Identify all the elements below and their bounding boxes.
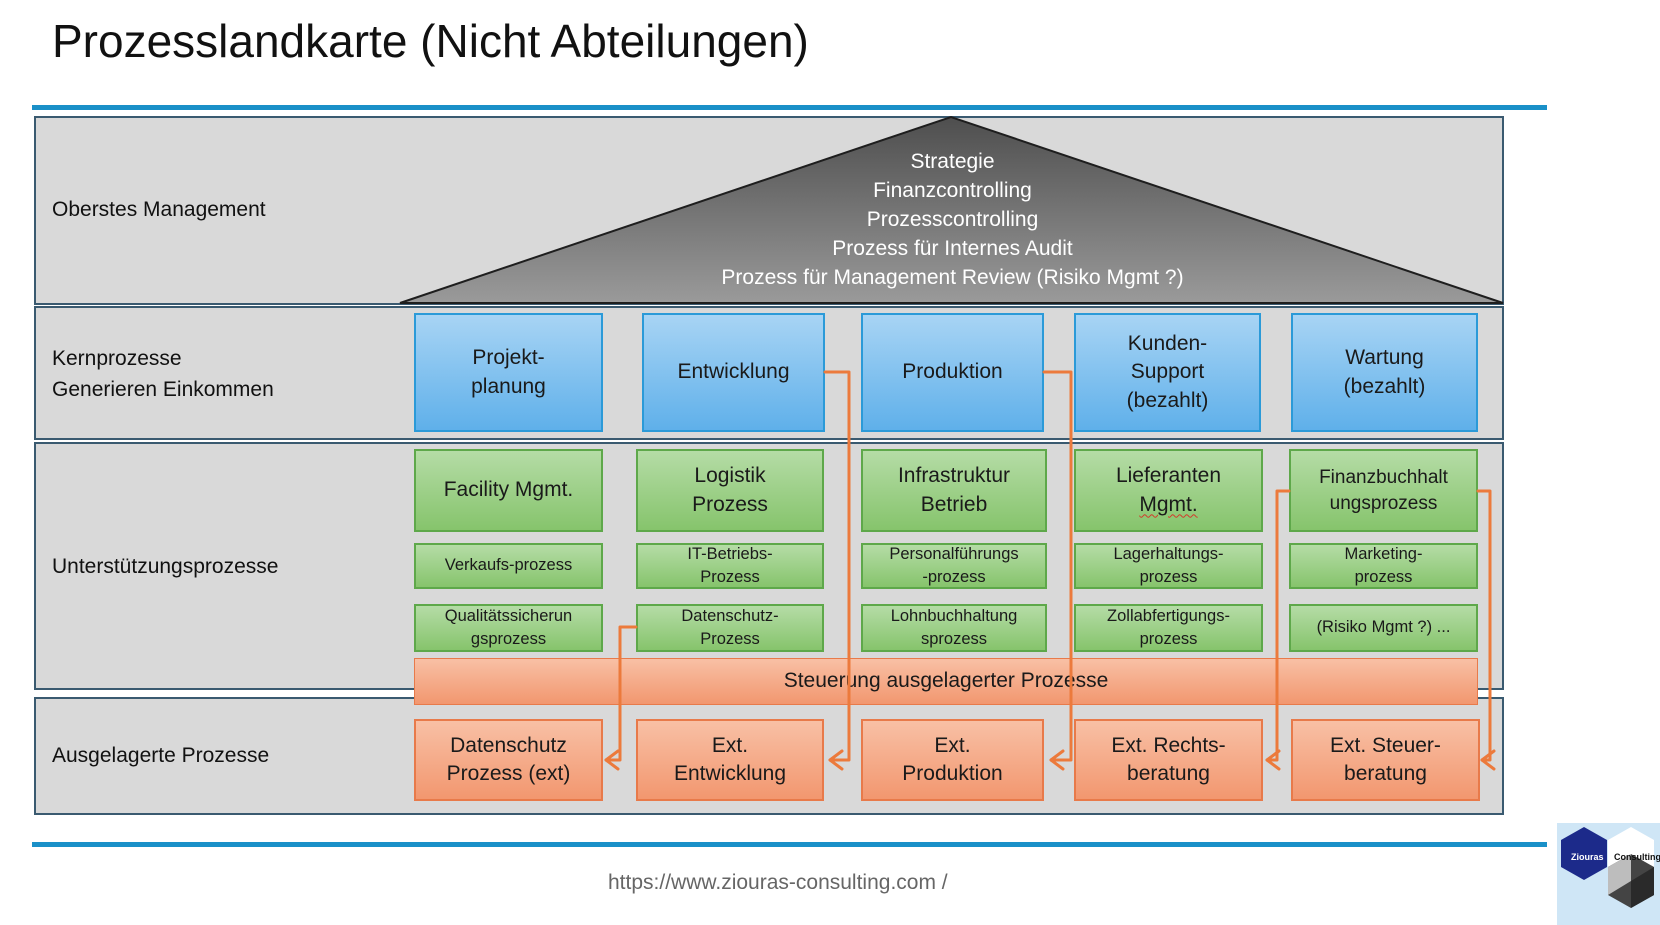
core-wartung-line1: Wartung xyxy=(1345,346,1424,370)
support-lohnbuchhaltung[interactable]: Lohnbuchhaltung sprozess xyxy=(861,604,1047,652)
support-quali-line2: gsprozess xyxy=(470,630,547,648)
core-projektplanung[interactable]: Projekt-planung xyxy=(414,313,603,432)
ext-steuer-line1: Ext. Steuer- xyxy=(1330,733,1441,757)
support-facility-line1: Facility Mgmt. xyxy=(444,476,574,504)
ext-steuerberatung[interactable]: Ext. Steuer-beratung xyxy=(1291,719,1480,801)
support-logistik-line2: Prozess xyxy=(692,492,768,516)
support-finanz-line2: ungsprozess xyxy=(1329,492,1438,514)
support-marketing-line2: prozess xyxy=(1354,568,1413,586)
company-logo: Ziouras Consulting xyxy=(1557,823,1660,925)
support-datenschutz-line2: Prozess xyxy=(700,630,760,648)
support-datenschutz-line1: Datenschutz- xyxy=(681,606,779,625)
logo-text-left: Ziouras xyxy=(1571,852,1604,862)
core-entwicklung[interactable]: Entwicklung xyxy=(642,313,825,432)
ext-entwicklung-line1: Ext. xyxy=(711,733,749,757)
support-lager-line1: Lagerhaltungs- xyxy=(1113,544,1224,563)
support-qualitaetssicherung[interactable]: Qualitätssicherun gsprozess xyxy=(414,604,603,652)
support-lieferanten-line1: Lieferanten xyxy=(1115,464,1222,488)
support-lagerhaltung[interactable]: Lagerhaltungs-prozess xyxy=(1074,543,1263,589)
mgmt-item-prozesscontrolling: Prozesscontrolling xyxy=(866,208,1039,231)
support-risiko-mgmt[interactable]: (Risiko Mgmt ?) ... xyxy=(1289,604,1478,652)
logo-hexagon-icon xyxy=(1561,827,1654,908)
core-kunden-line2: Support xyxy=(1130,360,1205,384)
core-kunden-line3: (bezahlt) xyxy=(1126,388,1209,412)
label-management: Oberstes Management xyxy=(52,198,266,221)
core-projektplanung-line2: planung xyxy=(471,374,546,398)
support-infrastruktur-line2: Betrieb xyxy=(920,492,988,516)
support-marketing-line1: Marketing- xyxy=(1344,544,1423,563)
support-lohn-line1: Lohnbuchhaltung xyxy=(890,606,1018,625)
ext-datenschutz-line2: Prozess (ext) xyxy=(446,762,571,785)
support-personal-line1: Personalführungs xyxy=(889,544,1019,563)
footer-url[interactable]: https://www.ziouras-consulting.com / xyxy=(608,871,948,894)
core-entwicklung-line1: Entwicklung xyxy=(677,360,790,384)
logo-text-right: Consulting xyxy=(1614,852,1660,862)
ext-rechts-line2: beratung xyxy=(1127,762,1210,785)
support-lager-line2: prozess xyxy=(1139,568,1198,586)
support-zollabfertigung[interactable]: Zollabfertigungs-prozess xyxy=(1074,604,1263,652)
ext-entwicklung-line2: Entwicklung xyxy=(673,762,787,785)
ext-entwicklung[interactable]: Ext. Entwicklung xyxy=(636,719,824,801)
ext-produktion-line1: Ext. xyxy=(934,733,971,757)
label-outsourced: Ausgelagerte Prozesse xyxy=(52,744,270,767)
mgmt-item-finanzcontrolling: Finanzcontrolling xyxy=(873,179,1032,202)
support-quali-line1: Qualitätssicherun xyxy=(444,606,573,625)
core-produktion[interactable]: Produktion xyxy=(861,313,1044,432)
page-title: Prozesslandkarte (Nicht Abteilungen) xyxy=(52,15,809,67)
support-infrastruktur-line1: Infrastruktur xyxy=(897,464,1011,488)
mgmt-item-management-review: Prozess für Management Review (Risiko Mg… xyxy=(721,266,1184,289)
label-core-line2: Generieren Einkommen xyxy=(52,378,274,401)
support-lohn-line2: sprozess xyxy=(920,630,988,648)
ext-produktion-line2: Produktion xyxy=(902,762,1003,785)
bottom-divider xyxy=(32,842,1547,847)
ext-rechtsberatung[interactable]: Ext. Rechts-beratung xyxy=(1074,719,1263,801)
support-finanzbuchhaltung[interactable]: Finanzbuchhalt ungsprozess xyxy=(1289,449,1478,532)
support-verkauf[interactable]: Verkaufs-prozess xyxy=(414,543,603,589)
support-risiko-line1: (Risiko Mgmt ?) ... xyxy=(1316,618,1451,637)
core-projektplanung-line1: Projekt- xyxy=(472,346,545,370)
support-lieferanten-line2: Mgmt. xyxy=(1139,492,1198,516)
management-items: Strategie Finanzcontrolling Prozesscontr… xyxy=(640,147,1265,292)
steuerung-ausgelagerter-prozesse[interactable]: Steuerung ausgelagerter Prozesse xyxy=(414,658,1478,705)
support-personalfuehrung[interactable]: Personalführungs -prozess xyxy=(861,543,1047,589)
core-produktion-line1: Produktion xyxy=(902,360,1003,384)
support-datenschutz[interactable]: Datenschutz- Prozess xyxy=(636,604,824,652)
label-core: Kernprozesse Generieren Einkommen xyxy=(52,343,274,405)
mgmt-item-strategie: Strategie xyxy=(910,150,995,173)
core-wartung-line2: (bezahlt) xyxy=(1343,374,1426,398)
ext-produktion[interactable]: Ext. Produktion xyxy=(861,719,1044,801)
core-kunden-support[interactable]: Kunden- Support (bezahlt) xyxy=(1074,313,1261,432)
ext-steuer-line2: beratung xyxy=(1344,762,1427,785)
ext-rechts-line1: Ext. Rechts- xyxy=(1111,733,1226,757)
support-personal-line2: -prozess xyxy=(922,568,986,586)
support-zoll-line1: Zollabfertigungs- xyxy=(1107,606,1230,625)
support-it-line2: Prozess xyxy=(700,568,760,586)
label-core-line1: Kernprozesse xyxy=(52,347,182,370)
core-wartung[interactable]: Wartung (bezahlt) xyxy=(1291,313,1478,432)
support-it-line1: IT-Betriebs- xyxy=(687,544,773,563)
mgmt-item-internes-audit: Prozess für Internes Audit xyxy=(832,237,1073,260)
support-verkauf-line1: Verkaufs-prozess xyxy=(444,556,573,575)
support-it-betrieb[interactable]: IT-Betriebs- Prozess xyxy=(636,543,824,589)
support-marketing[interactable]: Marketing-prozess xyxy=(1289,543,1478,589)
steuerung-label: Steuerung ausgelagerter Prozesse xyxy=(783,669,1109,693)
support-logistik-line1: Logistik xyxy=(694,464,766,488)
label-support: Unterstützungsprozesse xyxy=(52,555,279,578)
top-divider xyxy=(32,105,1547,110)
ext-datenschutz-line1: Datenschutz xyxy=(450,733,567,757)
support-facility-mgmt[interactable]: Facility Mgmt. xyxy=(414,449,603,532)
support-finanz-line1: Finanzbuchhalt xyxy=(1319,466,1448,488)
support-facility-text: Facility Mgmt. xyxy=(443,478,574,502)
support-zoll-line2: prozess xyxy=(1139,630,1198,648)
core-kunden-line1: Kunden- xyxy=(1127,331,1208,355)
